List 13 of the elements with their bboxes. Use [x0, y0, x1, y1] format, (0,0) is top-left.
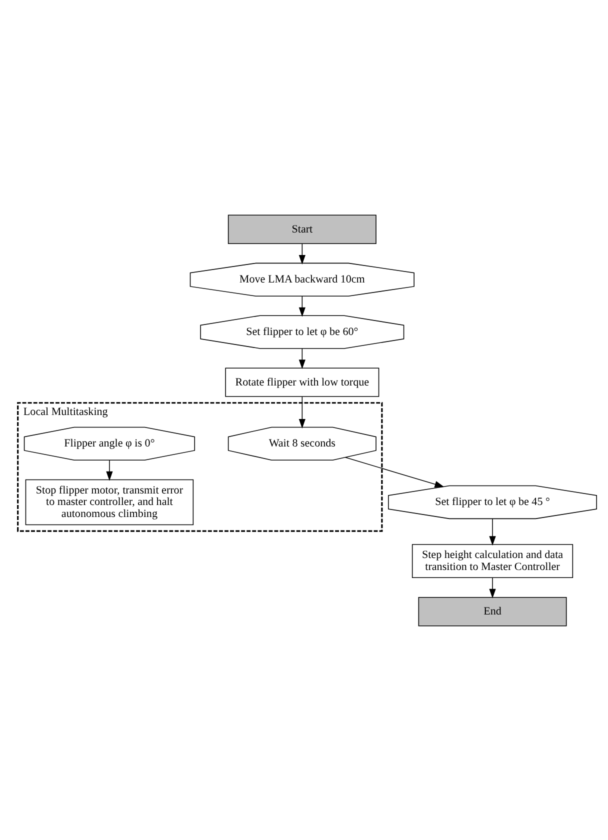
arrow — [298, 295, 306, 316]
arrow — [489, 577, 496, 598]
node-box: Stop flipper motor, transmit error to master controller, and halt autonomous climbing — [25, 478, 194, 525]
arrow — [298, 348, 306, 369]
arrow — [344, 456, 444, 487]
node-box: End — [418, 596, 567, 626]
node-box: Start — [228, 214, 376, 244]
arrow — [489, 518, 496, 546]
node-box: Rotate flipper with low torque — [225, 367, 380, 396]
node-box: Step height calculation and data transition to Master Controller — [412, 544, 574, 578]
arrow — [298, 242, 306, 264]
arrow — [298, 396, 306, 428]
arrow — [106, 459, 113, 480]
